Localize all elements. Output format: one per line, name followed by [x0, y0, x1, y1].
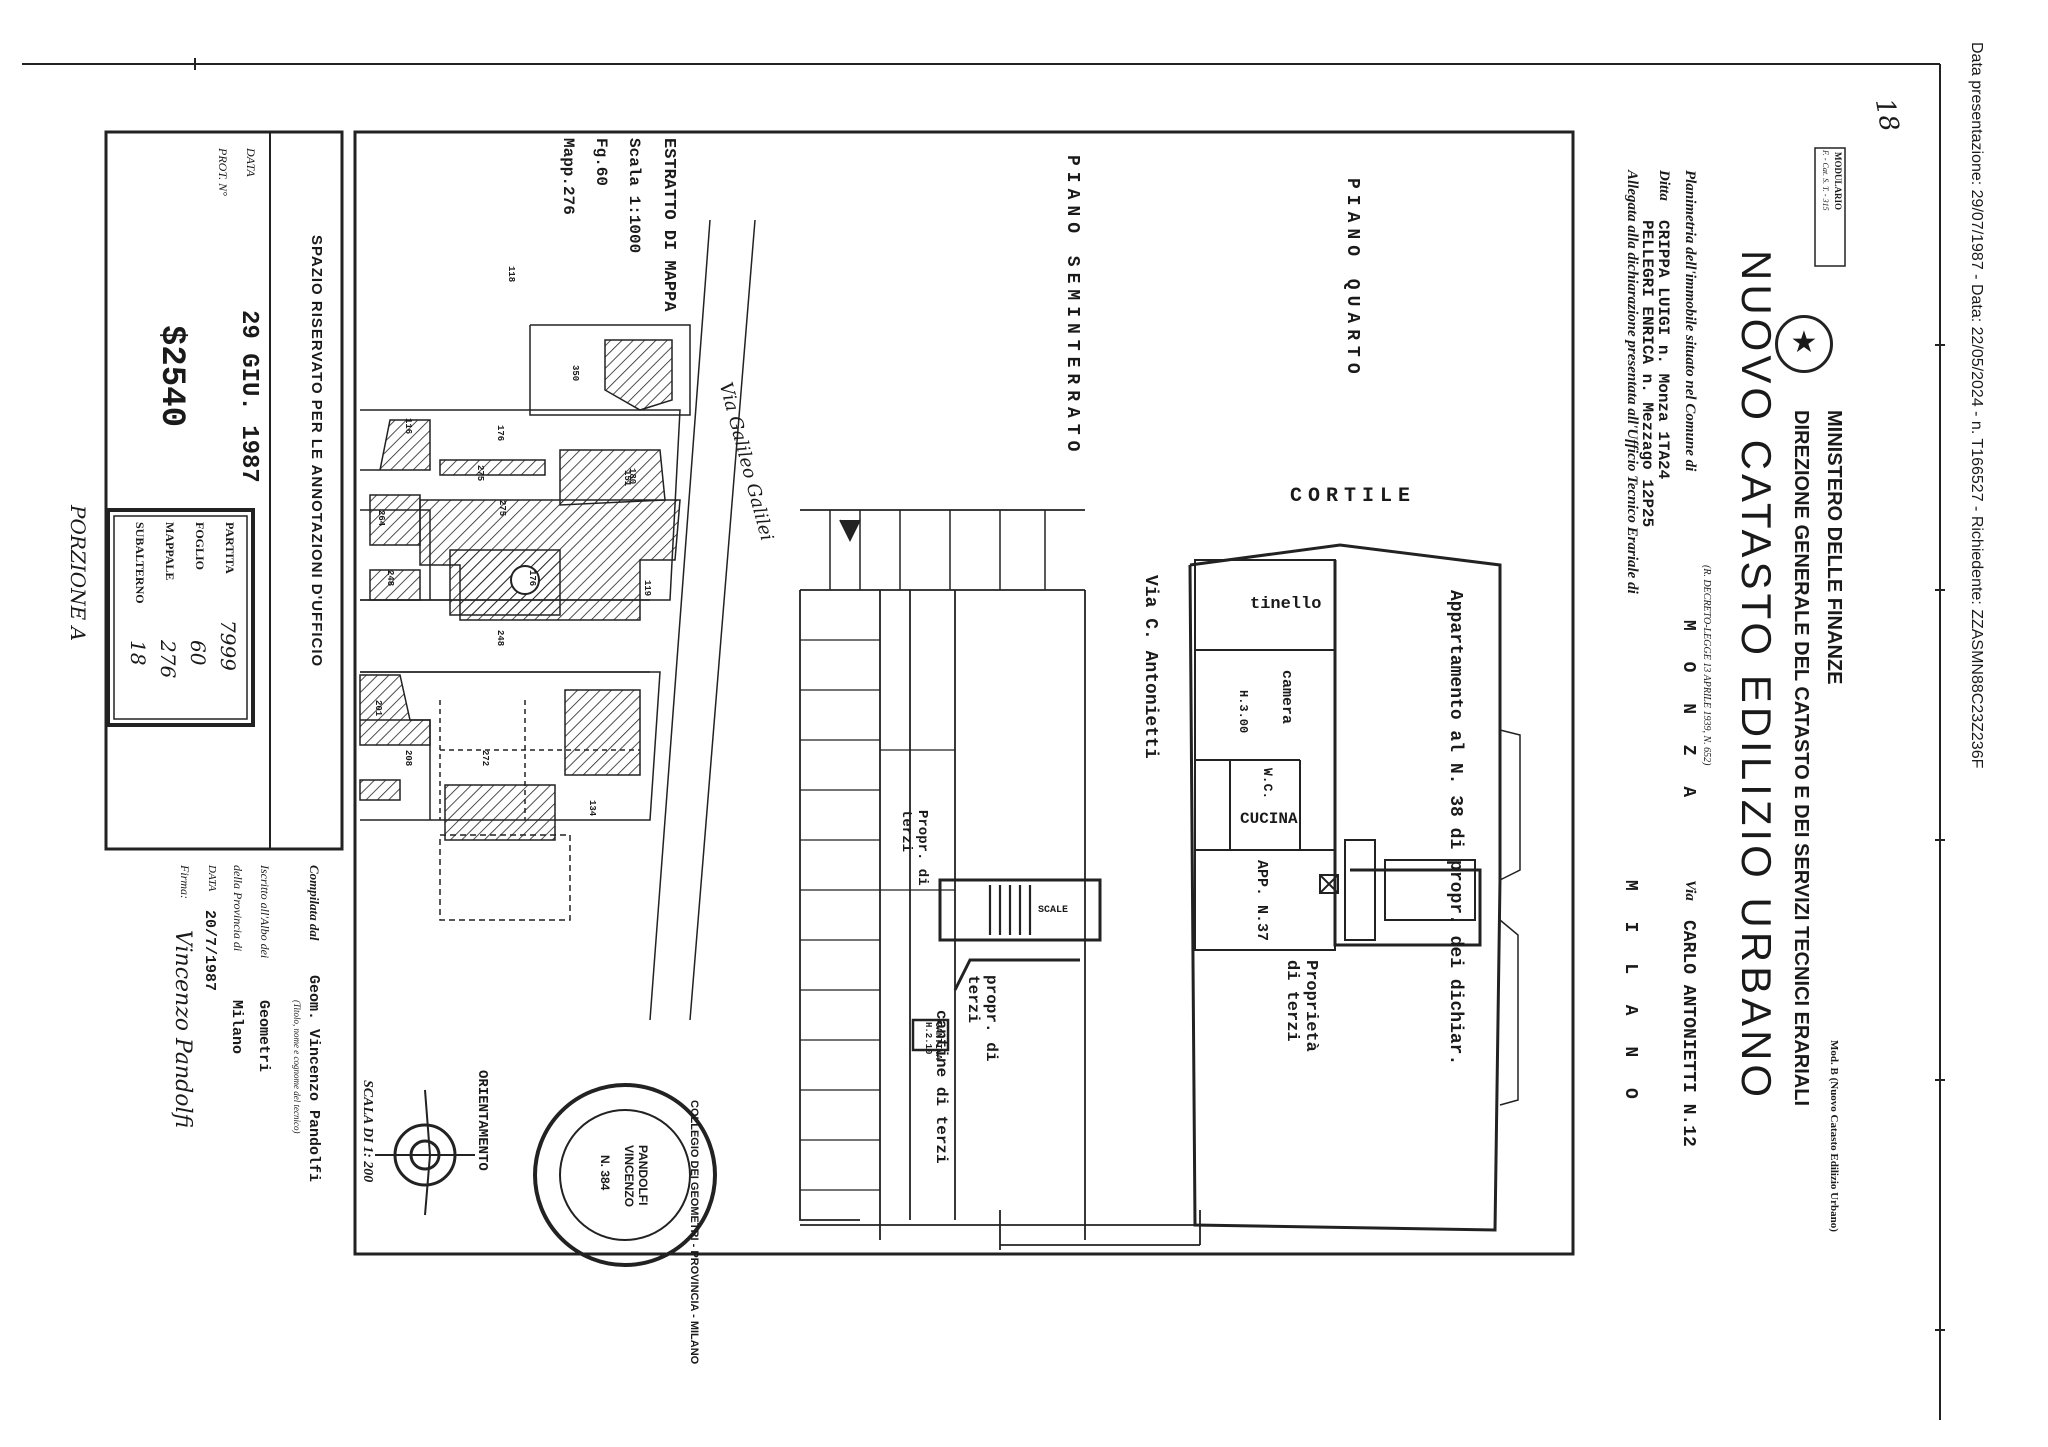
quarto-plan: [1188, 543, 1521, 1232]
decree-reference: (R. DECRETO-LEGGE 13 APRILE 1939, N. 652…: [1701, 565, 1712, 766]
seal-number: N. 384: [598, 1155, 612, 1191]
room-cucina: CUCINA: [1240, 810, 1298, 828]
room-tinello: tinello: [1250, 595, 1322, 614]
foglio-value: 60: [186, 640, 210, 666]
comune-value: M O N Z A: [1678, 620, 1698, 808]
estratto-scala: Scala 1:1000: [625, 138, 643, 254]
appartamento-note: Appartamento al N. 38 di propr. dei dich…: [1445, 590, 1465, 1066]
mappale-value: 276: [156, 640, 180, 679]
room-proprieta-terzi: Proprietà di terzi: [1282, 960, 1320, 1052]
republic-emblem-icon: ★: [1775, 315, 1833, 373]
signature: Vincenzo Pandolfi: [170, 930, 195, 1129]
room-apt-37: APP. N.37: [1253, 860, 1270, 942]
estratto-title: ESTRATTO DI MAPPA: [659, 138, 678, 312]
map-buildings: [359, 339, 681, 841]
ditta-value-2: PELLEGRI ENRICA n. Mezzago 12P25: [1638, 220, 1656, 528]
via-label: Via: [1682, 880, 1698, 901]
parcel-number: 272: [480, 750, 490, 767]
seminterrato-cantina: CANTINA H.2.10: [923, 1022, 943, 1060]
parcel-number: 248: [495, 630, 505, 647]
compilata-value: Geom. Vincenzo Pandolfi: [305, 975, 322, 1183]
page-number-handwritten: 18: [1868, 96, 1905, 134]
data-stamp: 29 GIU. 1987: [235, 310, 262, 483]
orientamento-label: ORIENTAMENTO: [474, 1070, 490, 1171]
parcel-number: 275: [497, 500, 507, 517]
annotations-title: SPAZIO RISERVATO PER LE ANNOTAZIONI D'UF…: [308, 235, 325, 668]
direction-title: DIREZIONE GENERALE DEL CATASTO E DEI SER…: [1790, 410, 1812, 1106]
prot-label: PROT. N°: [216, 148, 230, 196]
room-camera: camera: [1278, 670, 1295, 725]
ufficio-value: M I L A N O: [1620, 880, 1640, 1109]
foglio-label: FOGLIO: [193, 522, 207, 571]
seminterrato-scale: SCALE: [1038, 905, 1069, 916]
via-value: CARLO ANTONIETTI N.12: [1678, 920, 1698, 1147]
seminterrato-propr-terzi: propr. di terzi: [964, 975, 1000, 1062]
room-wc: W.C.: [1260, 768, 1275, 800]
parcel-number: 248: [385, 570, 395, 587]
subalterno-label: SUBALTERNO: [133, 522, 147, 604]
estratto-foglio: Fg.60: [592, 138, 610, 187]
subalterno-value: 18: [126, 640, 150, 666]
parcel-number: 201: [373, 700, 383, 717]
modulario-label: MODULARIO: [1833, 152, 1843, 210]
mappale-label: MAPPALE: [163, 522, 177, 581]
parcel-number: 180: [627, 468, 637, 485]
ditta-value-1: CRIPPA LUIGI n. Monza 1TA24: [1654, 220, 1672, 480]
seal-ring-text: COLLEGIO DEI GEOMETRI - PROVINCIA - MILA…: [688, 1100, 700, 1365]
seal-stamp: [533, 1083, 717, 1267]
via-street-label: Via C. Antonietti: [1140, 575, 1160, 759]
partita-value: 7999: [216, 620, 240, 671]
room-height: H.3.00: [1236, 690, 1250, 734]
firma-label: Firma:: [178, 865, 192, 899]
parcel-number: 264: [376, 510, 386, 527]
parcel-number: 116: [403, 418, 413, 435]
modulario-code: F. - Cat. S. T. - 315: [1821, 150, 1830, 211]
iscritto-label: Iscritto all'Albo dei: [258, 865, 272, 959]
compilata-label: Compilata dal: [307, 865, 322, 941]
partita-label: PARTITA: [223, 522, 237, 574]
iscritto-value: Geometri: [255, 1000, 272, 1073]
parcel-number: 275: [475, 465, 485, 482]
compilata-note: (Titolo, nome e cognome del tecnico): [292, 1000, 302, 1134]
presentation-stamp: Data presentazione: 29/07/1987 - Data: 2…: [1968, 42, 1985, 769]
parcel-number: 176: [527, 570, 537, 587]
ministry-title: MINISTERO DELLE FINANZE: [1823, 410, 1845, 685]
cortile-label: CORTILE: [1290, 485, 1417, 508]
compilata-data-value: 20/7/1987: [201, 910, 218, 992]
estratto-mappale: Mapp.276: [559, 138, 577, 215]
main-title: NUOVO CATASTO EDILIZIO URBANO: [1733, 250, 1780, 1102]
provincia-label: della Provincia di: [231, 865, 245, 952]
allegata-label: Allegata alla dichiarazione presentata a…: [1624, 170, 1640, 594]
seal-name: PANDOLFI VINCENZO: [622, 1145, 650, 1208]
parcel-number: 119: [642, 580, 652, 597]
parcel-number: 350: [570, 365, 580, 382]
compass-icon: [375, 1089, 475, 1216]
planimetria-label: Planimetria dell'immobile situato nel Co…: [1682, 170, 1698, 472]
piano-quarto-label: PIANO QUARTO: [1342, 178, 1362, 380]
compilata-data-label: DATA: [206, 865, 218, 892]
parcel-number: 208: [403, 750, 413, 767]
plan-scale-label: SCALA DI 1: 200: [360, 1080, 375, 1183]
ditta-label: Ditta: [1656, 170, 1672, 201]
seminterrato-propr-terzi-side: Propr. di terzi: [898, 810, 930, 886]
seminterrato-plan: [799, 509, 1201, 1250]
piano-seminterrato-label: PIANO SEMINTERRATO: [1062, 155, 1082, 458]
prot-stamp: $2540: [152, 325, 190, 428]
data-label: DATA: [244, 148, 258, 177]
parcel-number: 118: [506, 266, 516, 283]
parcel-number: 176: [495, 425, 505, 442]
form-reference: Mod. B (Nuovo Catasto Edilizio Urbano): [1828, 1040, 1840, 1232]
parcel-number: 134: [587, 800, 597, 817]
porzione-label: PORZIONE A: [66, 505, 90, 642]
provincia-value: Milano: [228, 1000, 245, 1055]
